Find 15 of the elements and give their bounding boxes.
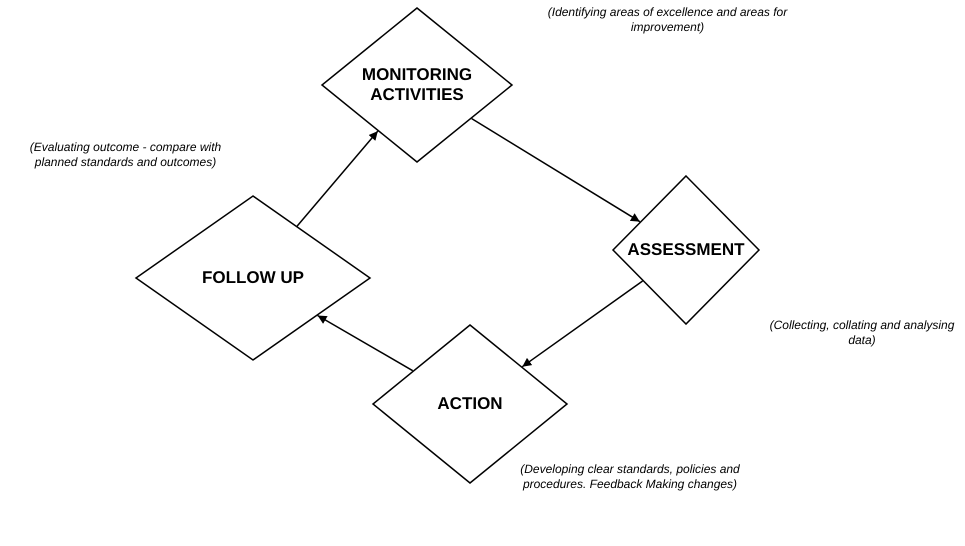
node-label: MONITORING ACTIVITIES xyxy=(360,64,474,106)
decision-diamond xyxy=(321,7,513,163)
decision-diamond xyxy=(612,175,760,325)
arrow xyxy=(471,118,640,222)
note-text: (Collecting, collating and analysing data) xyxy=(768,318,956,348)
note-text: (Developing clear standards, policies and procedures. Feedback Making changes) xyxy=(519,462,741,492)
arrow xyxy=(522,280,644,368)
node-label: ACTION xyxy=(437,394,503,414)
node-label: ASSESSMENT xyxy=(627,240,745,260)
decision-diamond xyxy=(135,195,371,361)
note-text: (Evaluating outcome - compare with planned standards and outcomes) xyxy=(28,140,222,170)
node-label: FOLLOW UP xyxy=(202,268,304,288)
arrow xyxy=(317,314,414,372)
note-text: (Identifying areas of excellence and areas for improvement) xyxy=(546,5,789,35)
arrow xyxy=(296,130,378,227)
